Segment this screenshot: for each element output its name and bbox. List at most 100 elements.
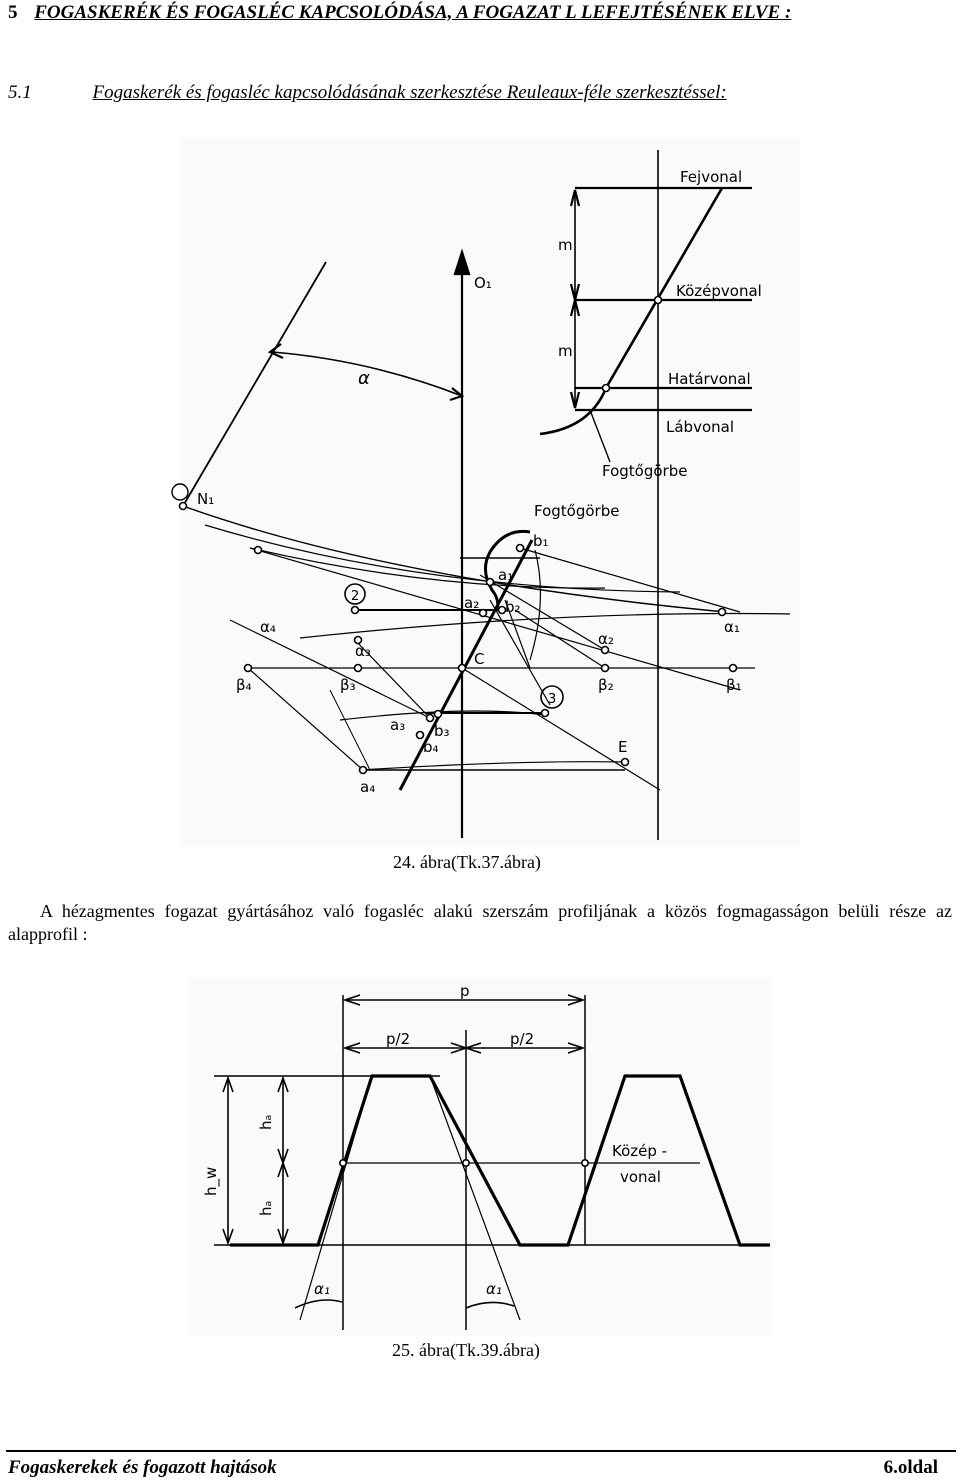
point-2 (350, 605, 360, 615)
label-alpha1-right: α₁ (486, 1280, 502, 1298)
point-beta1 (728, 663, 738, 673)
arc-3 (249, 547, 606, 589)
diagonal-beta4 (247, 667, 364, 771)
label-n1: N₁ (197, 490, 214, 508)
label-p-half-right: p/2 (510, 1030, 534, 1048)
point-n1 (178, 501, 188, 511)
diagonal-alpha4 (229, 619, 431, 719)
label-b1: b₁ (533, 532, 549, 550)
fogtogorbe-profile (484, 529, 531, 611)
label-fejvonal: Fejvonal (680, 168, 742, 186)
arc-2 (204, 524, 681, 593)
point-b1 (515, 543, 525, 553)
construction-points (178, 295, 738, 775)
label-ha-upper: hₐ (257, 1115, 275, 1130)
figure-25-basic-rack-profile: p p/2 p/2 hₐ hₐ h_w Közép - vonal α₁ α₁ (188, 978, 772, 1336)
label-fogtogorbe-mid: Fogtőgörbe (534, 502, 619, 520)
alpha1-arc-right (465, 1301, 515, 1309)
ha-dimension-arrows (277, 1075, 289, 1246)
section-number: 5 (8, 2, 18, 23)
label-vonal: vonal (620, 1168, 661, 1186)
point-3 (540, 708, 550, 718)
figure-24-caption: 24. ábra(Tk.37.ábra) (393, 852, 541, 872)
label-alpha1-left: α₁ (314, 1280, 330, 1298)
label-ha-lower: hₐ (257, 1201, 275, 1216)
footer-title: Fogaskerekek és fogazott hajtások (8, 1457, 277, 1478)
diagonal-b2-beta2 (514, 609, 606, 669)
rack-flank-line (398, 539, 534, 791)
flank-extension-left (299, 1075, 373, 1321)
section-heading: 5 FOGASKERÉK ÉS FOGASLÉC KAPCSOLÓDÁSA, A… (8, 2, 791, 24)
label-hatarvonal: Határvonal (668, 370, 751, 388)
label-a3: a₃ (390, 716, 405, 734)
diagonal-a2-3 (489, 599, 551, 706)
label-alpha4: α₄ (260, 618, 276, 636)
alpha-arc-arrow-right (449, 387, 465, 402)
profile-arc-b (529, 549, 542, 661)
axis-o1-arrow (453, 248, 471, 276)
fogtogorbe-leader-top (589, 409, 611, 463)
label-b2: b₂ (505, 598, 521, 616)
label-circle-3: 3 (548, 692, 556, 707)
figure-25-background (188, 978, 772, 1336)
pitch-point-3 (580, 1159, 589, 1168)
label-alpha3: α₃ (355, 642, 371, 660)
p-dimension-arrows (342, 994, 586, 1006)
flank-extension-right (429, 1075, 521, 1321)
point-c (457, 663, 467, 673)
subsection-title: Fogaskerék és fogasléc kapcsolódásának s… (92, 82, 727, 103)
point-a1 (485, 577, 495, 587)
pitch-point-1 (338, 1159, 347, 1168)
label-e: E (618, 738, 627, 756)
diagonal-b1-alpha1 (519, 547, 741, 613)
label-beta2: β₂ (598, 676, 614, 694)
label-circle-2: 2 (351, 589, 359, 604)
label-beta4: β₄ (236, 676, 252, 694)
n1-origin-circle (171, 483, 189, 501)
figure-24-background (180, 138, 800, 846)
label-b4: b₄ (423, 738, 439, 756)
label-m-upper: m (558, 236, 573, 254)
point-a4 (358, 765, 368, 775)
point-a2 (478, 608, 488, 618)
figure-25-caption: 25. ábra(Tk.39.ábra) (392, 1340, 540, 1360)
diagonal-a4 (329, 689, 371, 771)
point-alpha3 (353, 635, 363, 645)
section-title: FOGASKERÉK ÉS FOGASLÉC KAPCSOLÓDÁSA, A F… (34, 2, 792, 23)
label-b3: b₃ (434, 722, 450, 740)
subsection-heading: 5.1 Fogaskerék és fogasléc kapcsolódásán… (8, 82, 727, 104)
point-a3 (425, 713, 435, 723)
point-beta3 (353, 663, 363, 673)
pitch-point-2 (461, 1159, 470, 1168)
point-alpha1 (717, 607, 727, 617)
point-kozepvonal (653, 295, 663, 305)
diagonal-n1-beta1 (249, 547, 741, 691)
point-beta2 (600, 663, 610, 673)
diagonal-a1-alpha2 (479, 574, 606, 651)
point-b3 (433, 709, 443, 719)
p-half-dimension-arrows (342, 1042, 586, 1054)
body-paragraph: A hézagmentes fogazat gyártásához való f… (8, 901, 952, 944)
label-c: C (474, 650, 484, 668)
point-e (620, 757, 630, 767)
arc-6 (359, 761, 626, 771)
arc-1 (182, 505, 726, 613)
page-number: 6.oldal (883, 1457, 938, 1478)
label-hw: h_w (202, 1167, 221, 1196)
label-a1: a₁ (498, 566, 513, 584)
figure-24-reuleaux-construction: Fejvonal Középvonal Határvonal Lábvonal … (171, 138, 800, 846)
label-kozepvonal: Középvonal (676, 282, 762, 300)
circle-marker-2 (344, 583, 366, 605)
label-alpha1: α₁ (724, 618, 740, 636)
label-o1: O₁ (474, 274, 492, 292)
line-of-action (182, 261, 327, 507)
label-alpha2: α₂ (598, 630, 614, 648)
label-p: p (460, 982, 470, 1000)
hw-dimension-arrows (222, 1075, 234, 1246)
point-arc (253, 545, 263, 555)
label-alpha: α (358, 368, 370, 389)
diagonal-c-e (461, 667, 661, 791)
circle-marker-3 (540, 685, 564, 709)
alpha-arc (271, 351, 463, 397)
label-m-lower: m (558, 342, 573, 360)
